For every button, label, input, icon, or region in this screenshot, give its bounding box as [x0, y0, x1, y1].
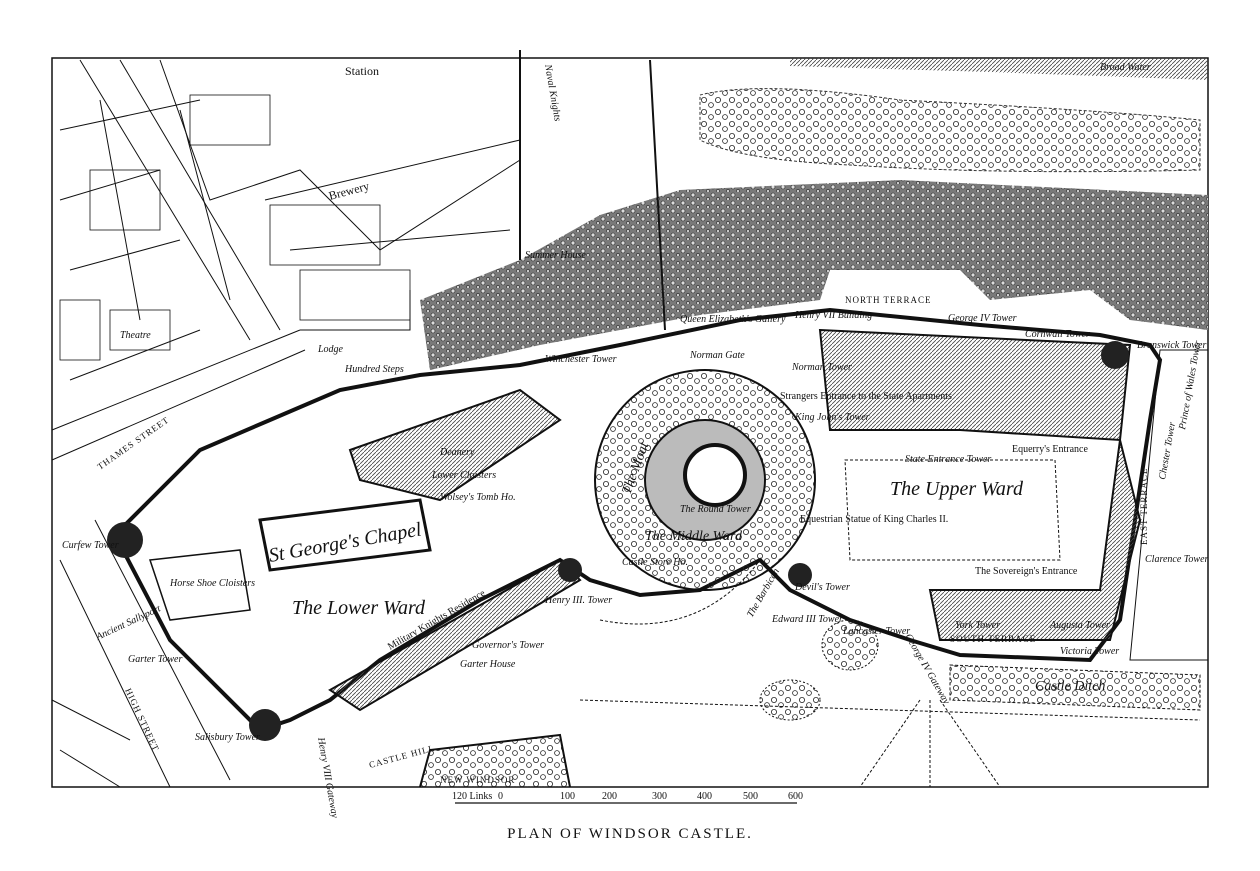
scale-tick: 400: [697, 791, 712, 802]
label-station: Station: [345, 64, 379, 78]
label-governors-tower: Governor's Tower: [472, 640, 544, 651]
label-new-windsor: NEW WINDSOR: [440, 775, 515, 785]
label-king-johns-tower: King John's Tower: [794, 412, 870, 423]
park-boundary: [519, 50, 666, 331]
label-clarence-tower: Clarence Tower: [1145, 554, 1209, 565]
scale-tick: 300: [652, 791, 667, 802]
curfew-tower-shape: [107, 522, 143, 558]
label-garter-tower: Garter Tower: [128, 654, 182, 665]
castle-ditch: [949, 664, 1201, 711]
label-queen-elizabeths-gallery: Queen Elizabeth's Gallery: [680, 314, 786, 325]
label-lower-ward: The Lower Ward: [292, 597, 426, 619]
label-york-tower: York Tower: [955, 620, 1000, 631]
town-streets: [51, 59, 521, 788]
label-norman-tower: Norman Tower: [791, 362, 852, 373]
label-round-tower: The Round Tower: [680, 504, 751, 515]
garden-clump: [821, 619, 879, 671]
label-devils-tower: Devil's Tower: [794, 582, 850, 593]
state-apartments: [818, 328, 1132, 442]
henry-iii-tower-shape: [558, 558, 582, 582]
label-garter-house: Garter House: [460, 659, 516, 670]
label-winchester-tower: Winchester Tower: [545, 354, 617, 365]
label-north-terrace: NORTH TERRACE: [845, 295, 932, 305]
broad-water: [790, 58, 1208, 80]
label-cornwall-tower: Cornwall Tower: [1025, 329, 1090, 340]
label-wolseys-tomb-house: Wolsey's Tomb Ho.: [440, 492, 516, 503]
label-salisbury-tower: Salisbury Tower: [195, 732, 260, 743]
east-terrace: [1129, 349, 1209, 661]
brunswick-tower-shape: [1101, 341, 1129, 369]
label-east-terrace: EAST TERRACE: [1139, 468, 1149, 545]
label-hundred-steps: Hundred Steps: [344, 364, 404, 375]
east-south-range: [928, 439, 1142, 641]
label-middle-ward: The Middle Ward: [645, 529, 743, 544]
map-title: PLAN OF WINDSOR CASTLE.: [507, 826, 753, 842]
label-henry-vii-building: Henry VII Building: [794, 310, 872, 321]
label-theatre: Theatre: [120, 330, 151, 341]
scale-tick: 100: [560, 791, 575, 802]
salisbury-tower-shape: [249, 709, 281, 741]
scale-tick: 600: [788, 791, 803, 802]
label-upper-ward: The Upper Ward: [890, 478, 1024, 500]
label-brunswick-tower: Brunswick Tower: [1137, 340, 1206, 351]
label-lancaster-tower: Lancaster Tower: [842, 626, 910, 637]
deanery-cloisters-block: [348, 388, 562, 502]
st-georges-chapel-building: [258, 498, 432, 572]
label-augusta-tower: Augusta Tower: [1049, 620, 1110, 631]
label-castle-store-house: Castle Store Ho.: [622, 557, 688, 568]
garden-clump: [759, 679, 821, 721]
label-lodge: Lodge: [317, 344, 344, 355]
label-sovereigns-entrance: The Sovereign's Entrance: [975, 566, 1078, 577]
label-lower-cloisters: Lower Cloisters: [431, 470, 496, 481]
label-equestrian-statue: Equestrian Statue of King Charles II.: [800, 514, 948, 525]
approach-roads: [579, 559, 1201, 788]
label-broad-water: Broad Water: [1100, 62, 1151, 73]
label-henry-iii-tower: Henry III. Tower: [544, 595, 612, 606]
label-strangers-entrance: Strangers Entrance to the State Apartmen…: [780, 391, 952, 402]
label-summer-house: Summer House: [525, 250, 586, 261]
label-castle-ditch: Castle Ditch: [1035, 679, 1105, 694]
horse-shoe-cloisters-block: [148, 549, 251, 621]
label-george-iv-tower: George IV Tower: [948, 313, 1017, 324]
label-curfew-tower: Curfew Tower: [62, 540, 119, 551]
round-tower: [683, 443, 747, 507]
scale-bar: 120 Links 0 100 200 300 400 500 600: [452, 791, 803, 804]
town-buildings: [59, 94, 411, 361]
scale-tick: 500: [743, 791, 758, 802]
north-slopes-woods: [420, 180, 1208, 370]
label-victoria-tower: Victoria Tower: [1060, 646, 1119, 657]
label-south-terrace: SOUTH TERRACE: [950, 634, 1036, 644]
upper-ward-quadrangle: [844, 459, 1061, 561]
edward-iii-tower-shape: [788, 563, 812, 587]
label-edward-iii-tower: Edward III Tower: [771, 614, 843, 625]
new-windsor-gardens: [419, 733, 571, 788]
park-trees: [699, 88, 1201, 173]
scale-unit-label: 120 Links: [452, 791, 492, 802]
label-state-entrance-tower: State Entrance Tower: [905, 454, 991, 465]
military-knights-residence-block: [328, 558, 582, 712]
label-deanery: Deanery: [439, 447, 475, 458]
label-norman-gate: Norman Gate: [689, 350, 745, 361]
label-equerrys-entrance: Equerry's Entrance: [1012, 444, 1088, 455]
scale-tick: 0: [498, 791, 503, 802]
label-horse-shoe-cloisters: Horse Shoe Cloisters: [169, 578, 255, 589]
scale-tick: 200: [602, 791, 617, 802]
